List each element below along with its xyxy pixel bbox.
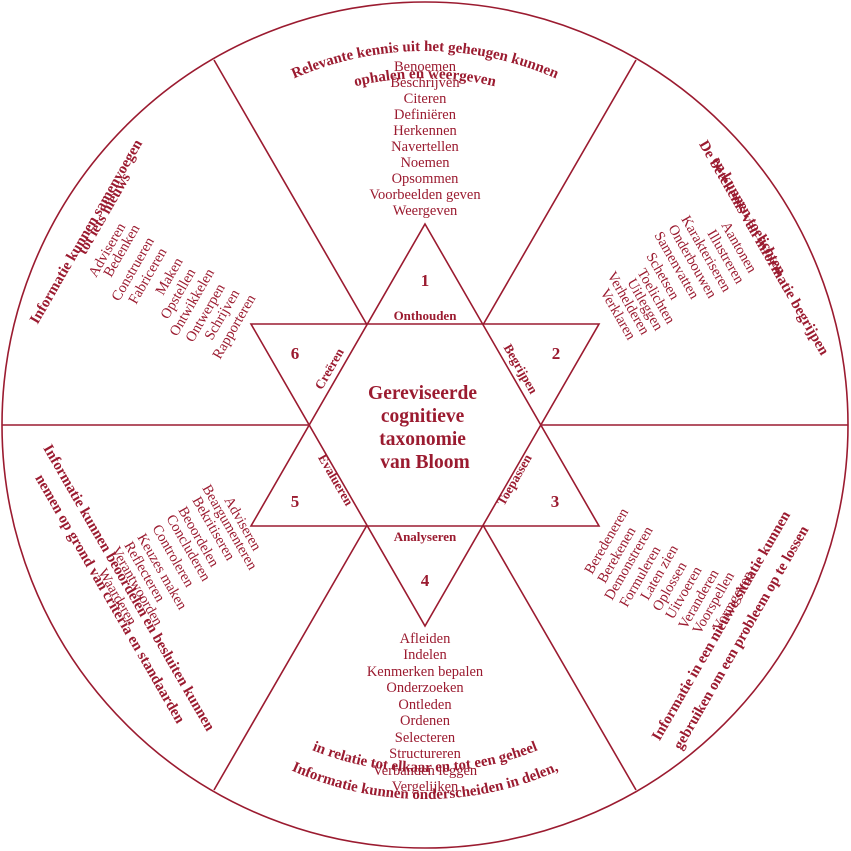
star-triangle-up — [249, 222, 601, 527]
verb: Verbanden leggen — [373, 763, 478, 779]
verb: Definiëren — [394, 107, 457, 123]
verb: Kenmerken bepalen — [367, 664, 484, 680]
verb: Ordenen — [400, 713, 451, 729]
description-toepassen-line1: Informatie in een nieuwe situatie kunnen — [649, 508, 794, 744]
verb: Voorbeelden geven — [369, 187, 481, 203]
description-evalueren-line1: Informatie kunnen beoordelen en besluite… — [40, 442, 218, 735]
divider-upper-left — [213, 59, 368, 325]
verb: Ontleden — [398, 697, 452, 713]
verb: Herkennen — [393, 123, 457, 139]
verb: Noemen — [400, 155, 450, 171]
level-label-onthouden: Onthouden — [394, 308, 458, 323]
level-label-begrijpen: Begrijpen — [501, 341, 542, 397]
level-label-analyseren: Analyseren — [394, 529, 457, 544]
center-title-line: cognitieve — [381, 406, 465, 427]
center-title-line: taxonomie — [379, 429, 466, 450]
verb: Afleiden — [400, 631, 451, 647]
verb: Indelen — [403, 647, 447, 663]
verbs-begrijpen: Aantonen Illustreren Karakteriseren Onde… — [597, 213, 760, 343]
center-title-line: Gereviseerde — [368, 383, 477, 404]
verb: Onderzoeken — [386, 680, 464, 696]
verbs-onthouden: Benoemen Beschrijven Citeren Definiëren … — [369, 59, 481, 219]
verb: Opsommen — [392, 171, 460, 187]
verb: Weergeven — [393, 203, 458, 219]
level-number-1: 1 — [421, 271, 430, 290]
level-label-toepassen: Toepassen — [493, 451, 535, 508]
verbs-creeren: Adviseren Bedenken Construeren Fabricere… — [86, 220, 260, 362]
verb: Vergelijken — [392, 779, 459, 795]
sector-dividers — [2, 59, 848, 791]
level-number-5: 5 — [291, 492, 300, 511]
center-title: Gereviseerde cognitieve taxonomie van Bl… — [368, 383, 482, 473]
divider-lower-right — [482, 525, 637, 791]
level-number-3: 3 — [551, 492, 560, 511]
center-title-line: van Bloom — [380, 452, 469, 473]
level-number-4: 4 — [421, 571, 430, 590]
level-label-evalueren: Evalueren — [315, 451, 357, 508]
divider-upper-right — [482, 59, 637, 325]
star-triangle-down — [249, 323, 601, 628]
level-number-2: 2 — [552, 344, 561, 363]
verb: Citeren — [404, 91, 447, 107]
verb: Selecteren — [395, 730, 456, 746]
verb: Structureren — [389, 746, 461, 762]
level-number-6: 6 — [291, 344, 300, 363]
verb: Benoemen — [394, 59, 457, 75]
verb: Beschrijven — [390, 75, 460, 91]
divider-lower-left — [213, 525, 368, 791]
description-evalueren-line2: nemen op grond van criteria en standaard… — [31, 472, 188, 727]
verbs-analyseren: Afleiden Indelen Kenmerken bepalen Onder… — [367, 631, 484, 795]
verb: Navertellen — [391, 139, 459, 155]
